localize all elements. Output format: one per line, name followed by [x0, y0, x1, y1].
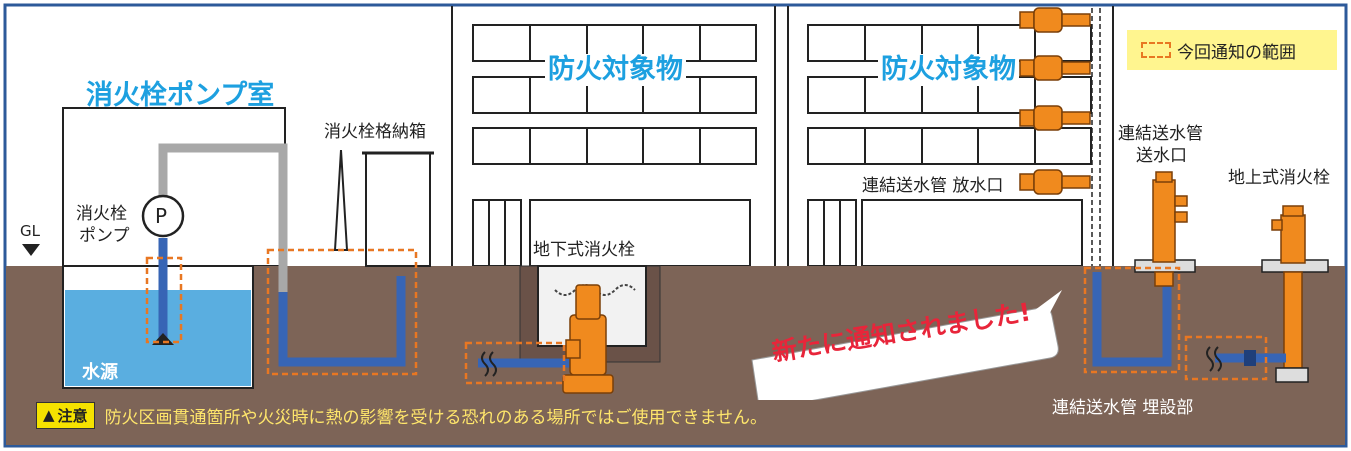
- pump-label-line2: ポンプ: [79, 226, 130, 246]
- warning-badge: ▲ 注意: [36, 401, 95, 429]
- pump-label-line1: 消火栓: [76, 204, 127, 224]
- inlet-label-line2: 送水口: [1136, 146, 1187, 166]
- buried-pipe-1: [278, 276, 406, 367]
- warning-bar: [30, 400, 1030, 430]
- buried-section-label: 連結送水管 埋設部: [1052, 398, 1194, 418]
- buried-pipe-3: [1092, 272, 1172, 367]
- underground-hydrant-body: [562, 284, 614, 394]
- pump-circle: [141, 194, 185, 238]
- pipe-break-marks: [481, 346, 1222, 377]
- building-1-title: 防火対象物: [545, 54, 686, 87]
- warning-triangle-icon: ▲: [43, 406, 55, 424]
- warning-notice: ▲ 注意 防火区画貫通箇所や火災時に熱の影響を受ける恐れのある場所ではご使用でき…: [36, 401, 768, 429]
- above-ground-hydrant-label: 地上式消火栓: [1228, 168, 1330, 188]
- underground-hydrant-label: 地下式消火栓: [533, 240, 635, 260]
- highlight-ranges: [145, 248, 1268, 385]
- water-source-label: 水源: [82, 362, 118, 383]
- warning-message: 防火区画貫通箇所や火災時に熱の影響を受ける恐れのある場所ではご使用できません。: [104, 407, 768, 428]
- pump-symbol: P: [155, 204, 168, 228]
- legend: 今回通知の範囲: [1127, 30, 1337, 70]
- legend-text: 今回通知の範囲: [1177, 43, 1296, 63]
- pump-discharge-pipe: [158, 143, 288, 300]
- water-source: [65, 290, 251, 386]
- pipe-joint: [1244, 350, 1256, 366]
- hydrant-cabinet-label: 消火栓格納箱: [324, 122, 426, 142]
- pump-room-title: 消火栓ポンプ室: [86, 80, 275, 111]
- warning-badge-label: 注意: [57, 406, 88, 425]
- inlet-label-line1: 連結送水管: [1118, 124, 1203, 144]
- callout-tail: [1035, 290, 1062, 322]
- hydrant-cabinet: [333, 149, 434, 267]
- outlet-valves: [1019, 7, 1091, 195]
- gl-label: GL: [20, 222, 40, 240]
- above-ground-hydrant: [1261, 205, 1329, 383]
- building-2-title: 防火対象物: [878, 54, 1019, 87]
- outlet-label: 連結送水管 放水口: [862, 176, 1004, 196]
- gl-arrow-icon: [22, 244, 40, 256]
- legend-dashed-box-icon: [1141, 42, 1171, 58]
- riser-pipe: [1091, 8, 1101, 272]
